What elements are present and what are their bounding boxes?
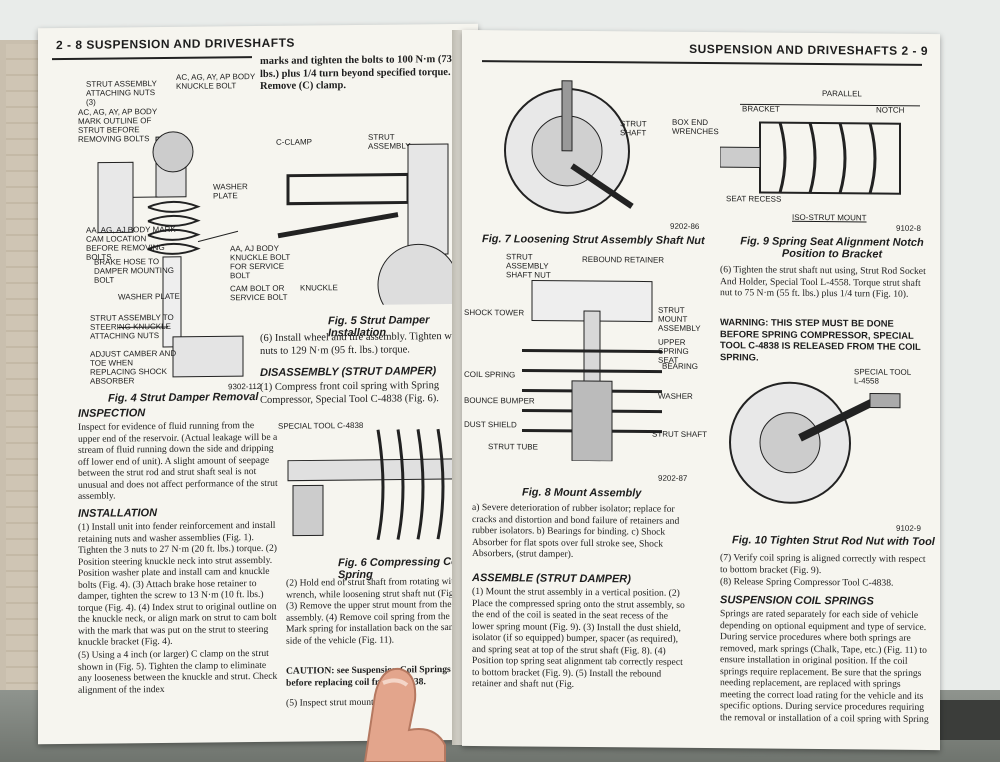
fig4-diagram <box>78 66 268 418</box>
c-clamp-text: (5) Using a 4 inch (or larger) C clamp o… <box>78 647 278 696</box>
fig6-drawing <box>287 428 459 541</box>
fig9-diagram <box>720 92 935 224</box>
right-page-header: SUSPENSION AND DRIVESHAFTS 2 - 9 <box>689 41 928 58</box>
fig9-label-bracket: BRACKET <box>742 104 780 114</box>
fig5-label-cclamp: C-CLAMP <box>276 137 313 147</box>
fig5-label-strut: STRUT ASSEMBLY <box>368 132 411 151</box>
fig8-label-11: STRUT TUBE <box>488 442 538 452</box>
fig8-caption: Fig. 8 Mount Assembly <box>522 486 642 500</box>
fig10-label-tool: SPECIAL TOOL L-4558 <box>854 367 911 386</box>
fig9-label-notch: NOTCH <box>876 105 905 115</box>
fig4-label-2: AC, AG, AY, AP BODY KNUCKLE BOLT <box>176 72 256 91</box>
fig5-label-knuckle: KNUCKLE <box>300 283 338 293</box>
fig9-drawing <box>720 103 920 195</box>
fig7-diagram <box>472 70 702 222</box>
fig4-label-1: STRUT ASSEMBLY ATTACHING NUTS (3) <box>86 79 157 107</box>
inspection-items-text: a) Severe deterioration of rubber isolat… <box>472 502 680 560</box>
hand-thumb <box>363 667 446 762</box>
fig6-label-tool: SPECIAL TOOL C-4838 <box>278 420 364 431</box>
fig8-label-1: REBOUND RETAINER <box>582 254 665 265</box>
fig4-caption: Fig. 4 Strut Damper Removal <box>108 390 259 405</box>
fig4-label-4: WASHER PLATE <box>213 182 248 201</box>
fig8-diagram <box>502 260 682 462</box>
fig8-label-8: BOUNCE BUMPER <box>464 395 535 406</box>
fig4-label-6: BRAKE HOSE TO DAMPER MOUNTING BOLT <box>94 257 174 285</box>
fig7-number: 9202-86 <box>670 221 700 231</box>
assembly-heading: ASSEMBLE (STRUT DAMPER) <box>472 572 631 586</box>
disassembly-text: (1) Compress front coil spring with Spri… <box>260 380 440 406</box>
fig4-label-3: AC, AG, AY, AP BODY MARK OUTLINE OF STRU… <box>78 107 158 144</box>
inspection-text: Inspect for evidence of fluid running fr… <box>78 420 278 502</box>
fig4-number: 9302-112 <box>228 381 262 392</box>
left-top-text: marks and tighten the bolts to 100 N·m (… <box>260 53 465 93</box>
warning-text: WARNING: THIS STEP MUST BE DONE BEFORE S… <box>720 316 921 363</box>
fig8-number: 9202-87 <box>658 473 688 483</box>
fig9-label-parallel: PARALLEL <box>822 89 862 99</box>
right-header-rule <box>482 60 922 66</box>
fig4-label-11: ADJUST CAMBER AND TOE WHEN REPLACING SHO… <box>90 348 177 386</box>
coil-springs-text: Springs are rated separately for each si… <box>720 608 929 725</box>
fig8-label-10: STRUT SHAFT <box>652 429 707 440</box>
inspection-heading: INSPECTION <box>78 407 146 420</box>
assembly-text: (1) Mount the strut assembly in a vertic… <box>472 586 685 690</box>
fig8-label-3: STRUT MOUNT ASSEMBLY <box>658 305 701 333</box>
installation-heading: INSTALLATION <box>78 507 158 520</box>
fig7-label-strut-shaft: STRUT SHAFT <box>620 119 647 138</box>
left-header-rule <box>52 56 252 61</box>
fig4-label-9: WASHER PLATE <box>118 291 180 302</box>
fig8-label-6: COIL SPRING <box>464 369 516 380</box>
coil-springs-heading: SUSPENSION COIL SPRINGS <box>720 594 874 608</box>
fig8-label-0: STRUT ASSEMBLY SHAFT NUT <box>506 252 551 280</box>
fig4-drawing <box>97 131 244 378</box>
fig7-drawing <box>504 80 634 214</box>
right-step6: (6) Tighten the strut shaft nut using, S… <box>720 264 926 300</box>
left-page: 2 - 8 SUSPENSION AND DRIVESHAFTS STRUT A… <box>38 23 478 745</box>
left-page-header: 2 - 8 SUSPENSION AND DRIVESHAFTS <box>56 35 295 53</box>
fig7-caption: Fig. 7 Loosening Strut Assembly Shaft Nu… <box>482 233 705 248</box>
fig8-label-7: WASHER <box>658 391 693 401</box>
fig9-caption: Fig. 9 Spring Seat Alignment Notch Posit… <box>740 235 924 261</box>
fig10-caption: Fig. 10 Tighten Strut Rod Nut with Tool <box>732 534 935 549</box>
right-step7: (7) Verify coil spring is aligned correc… <box>720 552 926 576</box>
fig8-label-2: SHOCK TOWER <box>464 307 525 318</box>
disassembly-heading: DISASSEMBLY (STRUT DAMPER) <box>260 365 437 379</box>
fig9-label-seat-recess: SEAT RECESS <box>726 194 782 204</box>
fig10-drawing <box>729 381 901 504</box>
fig9-number: 9102-8 <box>896 223 921 233</box>
fig4-label-10: STRUT ASSEMBLY TO STEERING KNUCKLE ATTAC… <box>90 312 174 341</box>
fig10-diagram <box>720 362 935 524</box>
right-page: SUSPENSION AND DRIVESHAFTS 2 - 9 STRUT S… <box>462 29 940 751</box>
fig8-label-9: DUST SHIELD <box>464 419 517 430</box>
left-bottom-right-text: (2) Hold end of strut shaft from rotatin… <box>286 575 472 647</box>
fig8-label-5: BEARING <box>662 361 699 371</box>
fig9-label-iso-mount: ISO-STRUT MOUNT <box>792 212 867 223</box>
left-step6: (6) Install wheel and tire assembly. Tig… <box>260 330 470 357</box>
right-step8: (8) Release Spring Compressor Tool C-483… <box>720 576 894 589</box>
fig7-label-wrenches: BOX END WRENCHES <box>672 117 719 137</box>
fig6-diagram <box>268 409 473 561</box>
fig8-drawing <box>522 280 662 462</box>
fig10-number: 9102-9 <box>896 523 921 533</box>
installation-text: (1) Install unit into fender reinforceme… <box>78 519 277 648</box>
